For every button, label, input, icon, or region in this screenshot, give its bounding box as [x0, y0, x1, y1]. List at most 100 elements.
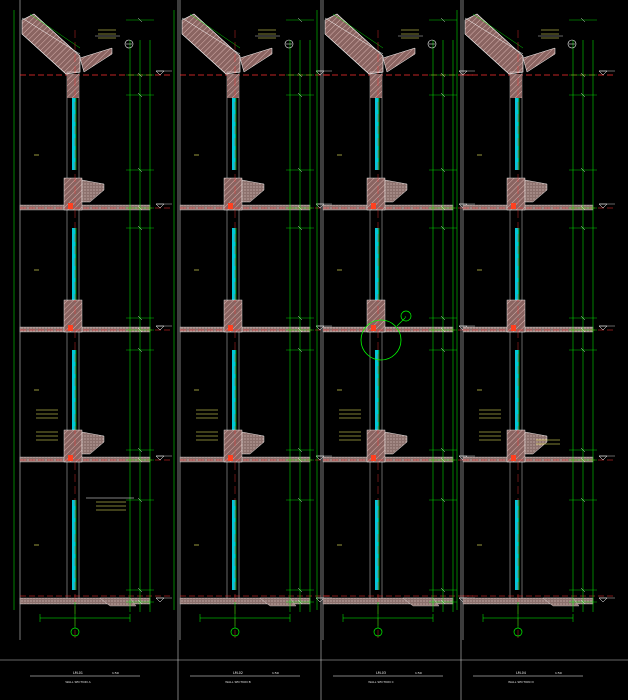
- dimension-slash: [137, 457, 143, 463]
- roof-membrane-line: [472, 13, 524, 49]
- wall-head-block: [370, 74, 382, 98]
- dimension-slash: [440, 347, 446, 353]
- dimension-slash: [297, 599, 303, 605]
- grid-bubble-bottom: [373, 627, 383, 637]
- dimension-slash: [137, 587, 143, 593]
- spandrel-beam: [223, 299, 243, 333]
- floor-slab: [462, 326, 594, 333]
- dimension-slash: [580, 599, 586, 605]
- cornice-profile: [241, 179, 265, 203]
- grid-bubble-top: [284, 39, 294, 49]
- glass-pane: [375, 228, 379, 318]
- cornice-profile: [524, 179, 548, 203]
- fixing-bracket: [228, 455, 233, 461]
- sheet-scale: 1:50: [112, 671, 119, 675]
- spandrel-beam: [63, 299, 83, 333]
- grid-bubble-bottom: [513, 627, 523, 637]
- dimension-slash: [297, 72, 303, 78]
- dimension-slash: [297, 17, 303, 23]
- grid-bubble-top: [567, 39, 577, 49]
- dimension-slash: [440, 72, 446, 78]
- fixing-bracket: [68, 325, 73, 331]
- eave-cornice: [79, 47, 113, 73]
- sheet-scale: 1:50: [555, 671, 562, 675]
- fixing-bracket: [228, 203, 233, 209]
- fixing-bracket: [371, 455, 376, 461]
- fixing-bracket: [511, 455, 516, 461]
- roof-finish-line: [181, 17, 241, 55]
- dimension-slash: [297, 347, 303, 353]
- cornice-profile: [384, 179, 408, 203]
- cornice-profile: [384, 431, 408, 455]
- roof-finish-line: [464, 17, 524, 55]
- dimension-slash: [580, 17, 586, 23]
- dimension-slash: [440, 167, 446, 173]
- grid-bubble-top: [427, 39, 437, 49]
- plinth-step: [402, 597, 440, 607]
- dimension-slash: [580, 447, 586, 453]
- detail-callout-tag: [400, 310, 412, 322]
- eave-cornice: [522, 47, 556, 73]
- dimension-slash: [297, 327, 303, 333]
- dimension-slash: [440, 327, 446, 333]
- eave-cornice: [382, 47, 416, 73]
- wall-head-block: [510, 74, 522, 98]
- dimension-slash: [137, 92, 143, 98]
- dimension-slash: [137, 315, 143, 321]
- glass-pane: [72, 95, 76, 170]
- dimension-slash: [580, 587, 586, 593]
- glass-pane: [375, 500, 379, 590]
- glass-pane: [232, 500, 236, 590]
- glass-pane: [515, 350, 519, 450]
- glass-pane: [232, 228, 236, 318]
- floor-slab: [19, 456, 151, 463]
- dimension-slash: [297, 497, 303, 503]
- floor-slab: [462, 204, 594, 211]
- sheet-title: LM-04: [516, 671, 526, 675]
- dimension-slash: [440, 587, 446, 593]
- dimension-slash: [297, 167, 303, 173]
- roof-slab: [464, 13, 524, 75]
- dimension-slash: [297, 457, 303, 463]
- detail-callout-circle: [360, 319, 402, 361]
- floor-slab: [19, 326, 151, 333]
- sheet-subtitle: WALL SECTION B: [225, 680, 250, 684]
- sheet-subtitle: WALL SECTION A: [65, 680, 91, 684]
- dimension-slash: [137, 17, 143, 23]
- floor-slab: [19, 204, 151, 211]
- roof-slab: [181, 13, 241, 75]
- cornice-profile: [524, 431, 548, 455]
- dimension-slash: [580, 167, 586, 173]
- cornice-profile: [81, 431, 105, 455]
- roof-membrane-line: [29, 13, 81, 49]
- dimension-slash: [137, 447, 143, 453]
- dimension-slash: [137, 167, 143, 173]
- dimension-slash: [137, 347, 143, 353]
- wall-head-block: [227, 74, 239, 98]
- dimension-slash: [440, 225, 446, 231]
- sheet-title: LM-01: [73, 671, 83, 675]
- floor-slab: [179, 204, 311, 211]
- dimension-slash: [580, 497, 586, 503]
- floor-slab: [322, 456, 454, 463]
- glass-pane: [72, 500, 76, 590]
- dimension-slash: [580, 327, 586, 333]
- grid-bubble-top: [124, 39, 134, 49]
- sheet-title: LM-02: [233, 671, 243, 675]
- glass-pane: [375, 350, 379, 450]
- plinth-step: [259, 597, 297, 607]
- glass-pane: [375, 95, 379, 170]
- sheet-scale: 1:50: [272, 671, 279, 675]
- detail-callout-leader: [396, 317, 406, 327]
- dimension-slash: [440, 497, 446, 503]
- roof-finish-line: [21, 17, 81, 55]
- fixing-bracket: [371, 203, 376, 209]
- glass-pane: [515, 95, 519, 170]
- cornice-profile: [81, 179, 105, 203]
- dimension-slash: [297, 447, 303, 453]
- sheet-title: LM-03: [376, 671, 386, 675]
